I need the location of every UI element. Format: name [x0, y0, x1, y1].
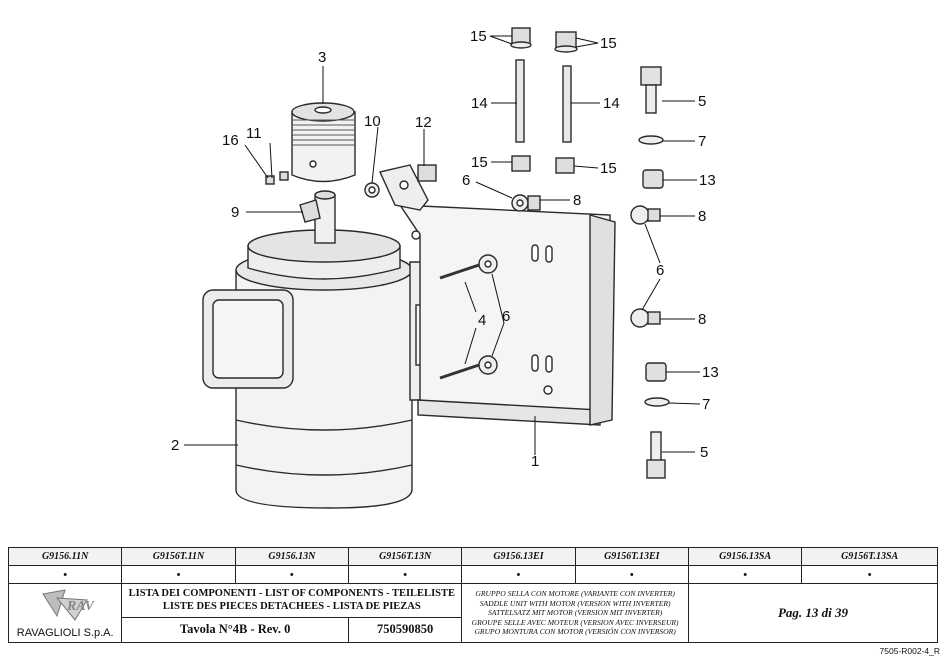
model-code: G9156.11N: [7, 547, 123, 566]
callout-11: 11: [246, 125, 262, 142]
threaded-rods: [510, 27, 578, 174]
drawing-table-number: Tavola N°4B - Rev. 0: [121, 616, 349, 644]
model-code: G9156T.13N: [347, 547, 463, 566]
applies-mark: •: [687, 565, 803, 584]
logo-block: RAV RAVAGLIOLI S.p.A.: [7, 583, 123, 643]
components-title-block: G9156.11N G9156T.11N G9156.13N G9156T.13…: [7, 547, 939, 644]
components-list-title: LISTA DEI COMPONENTI - LIST OF COMPONENT…: [121, 583, 463, 618]
callout-15-bottom-right: 15: [600, 160, 617, 177]
pulley: [291, 102, 356, 183]
callout-3: 3: [318, 49, 326, 66]
company-name: RAVAGLIOLI S.p.A.: [16, 627, 114, 639]
callout-15-top-right: 15: [600, 35, 617, 52]
callout-14-left: 14: [471, 95, 488, 112]
right-fasteners: [630, 66, 670, 479]
model-row: G9156.11N G9156T.11N G9156.13N G9156T.13…: [7, 547, 938, 566]
applies-mark: •: [347, 565, 463, 584]
exploded-parts-drawing: 1 2 3 4 5 5 6 6 6 7 7 8 8 8 9 10 11 12 1…: [171, 27, 719, 509]
saddle-plate: [398, 204, 616, 426]
callout-6-middle: 6: [502, 308, 510, 325]
svg-text:RAV: RAV: [66, 599, 95, 614]
model-code: G9156T.11N: [121, 547, 236, 566]
callout-8-right-top: 8: [698, 208, 706, 225]
callout-10: 10: [364, 113, 381, 130]
stud-bolts: [439, 254, 498, 380]
callout-7-top: 7: [698, 133, 706, 150]
applies-mark: •: [801, 565, 938, 584]
callout-15-top-left: 15: [470, 28, 487, 45]
callout-9: 9: [231, 204, 239, 221]
model-code: G9156T.13SA: [801, 547, 938, 566]
callout-2: 2: [171, 437, 179, 454]
applies-mark: •: [121, 565, 236, 584]
model-code: G9156T.13EI: [574, 547, 689, 566]
applies-mark: •: [461, 565, 576, 584]
callout-4: 4: [478, 312, 486, 329]
applies-mark: •: [574, 565, 689, 584]
page-number: Pag. 13 di 39: [687, 583, 939, 643]
assembly-description: GRUPPO SELLA CON MOTORE (VARIANTE CON IN…: [461, 583, 689, 643]
applicability-row: • • • • • • • •: [7, 565, 938, 584]
motor-assembly: [202, 190, 413, 509]
callout-5-top: 5: [698, 93, 706, 110]
callout-15-bottom-left: 15: [471, 154, 488, 171]
callout-8-top: 8: [573, 192, 581, 209]
model-code: G9156.13EI: [461, 547, 576, 566]
callout-8-right-bottom: 8: [698, 311, 706, 328]
leader-lines: [184, 35, 701, 455]
drawing-code: 750590850: [347, 616, 463, 644]
callout-7-bottom: 7: [702, 396, 710, 413]
model-code: G9156.13N: [234, 547, 349, 566]
callout-12: 12: [415, 114, 432, 131]
callout-16: 16: [222, 132, 239, 149]
company-logo: RAV: [42, 589, 96, 621]
document-reference: 7505-R002-4_R: [879, 646, 940, 656]
callout-5-bottom: 5: [700, 444, 708, 461]
model-code: G9156.13SA: [687, 547, 803, 566]
callout-1: 1: [531, 453, 539, 470]
callout-14-right: 14: [603, 95, 620, 112]
callout-6-right: 6: [656, 262, 664, 279]
callout-13-bottom: 13: [702, 364, 719, 381]
applies-mark: •: [234, 565, 349, 584]
callout-6-top: 6: [462, 172, 470, 189]
callout-13-top: 13: [699, 172, 716, 189]
applies-mark: •: [7, 565, 123, 584]
